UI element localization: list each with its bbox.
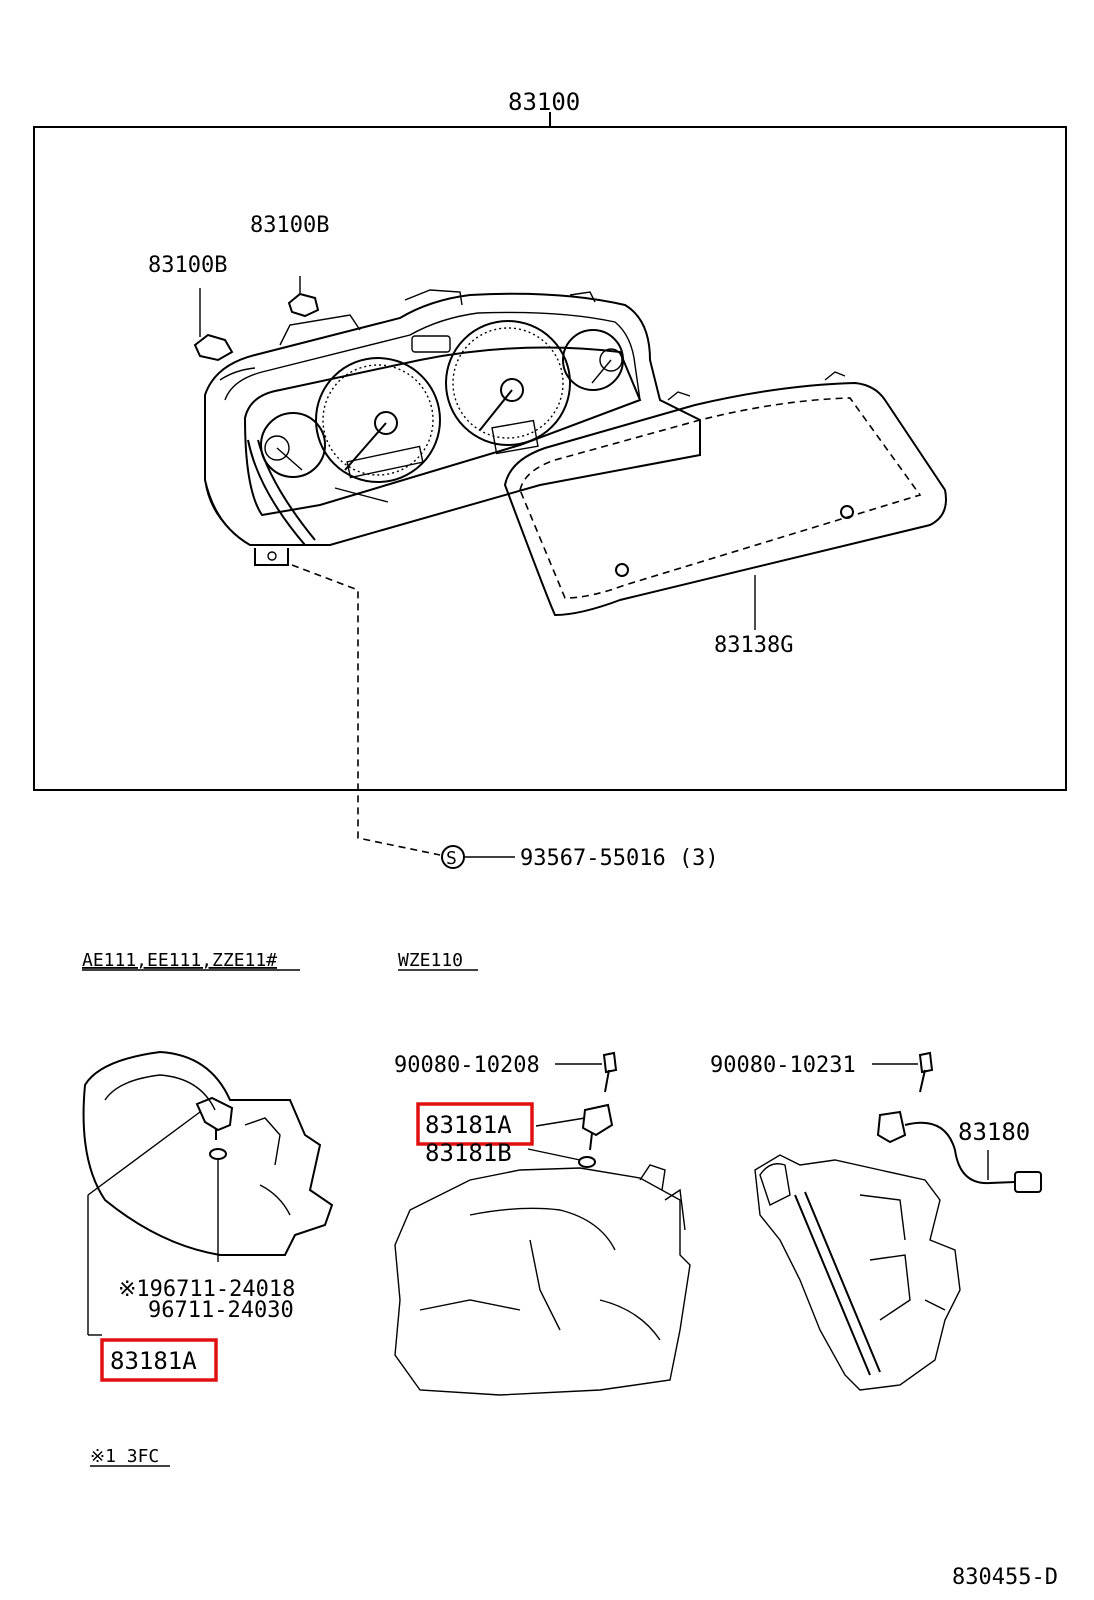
label-83180[interactable]: 83180 (958, 1118, 1030, 1146)
clip-right (287, 276, 320, 318)
label-90080-10231[interactable]: 90080-10231 (710, 1053, 856, 1078)
meter-glass-drawing (503, 371, 947, 630)
label-83100B-right[interactable]: 83100B (250, 213, 329, 238)
figure-code: 830455-D (952, 1565, 1058, 1590)
section-right-models: WZE110 (398, 950, 463, 971)
combination-meter-drawing (204, 289, 701, 566)
label-83100B-left[interactable]: 83100B (148, 253, 227, 278)
footnote: ※1 3FC (90, 1446, 159, 1467)
label-93567-55016[interactable]: 93567-55016 (3) (520, 846, 719, 871)
label-83181A-left[interactable]: 83181A (110, 1347, 197, 1375)
label-83181A-mid[interactable]: 83181A (425, 1111, 512, 1139)
clip-left (193, 288, 234, 362)
section-left-models: AE111,EE111,ZZE11# (82, 950, 277, 971)
label-196711-24018[interactable]: ※196711-24018 (118, 1277, 295, 1302)
svg-text:S: S (446, 848, 457, 869)
label-83100[interactable]: 83100 (508, 88, 580, 116)
label-96711-24030[interactable]: 96711-24030 (148, 1298, 294, 1323)
label-83181B[interactable]: 83181B (425, 1139, 512, 1167)
instrument-cluster-frame (33, 112, 1067, 791)
label-90080-10208[interactable]: 90080-10208 (394, 1053, 540, 1078)
highlight-83181A-mid (416, 1102, 534, 1146)
screw-symbol: S (441, 845, 515, 869)
middle-transmission-drawing (394, 1051, 691, 1396)
right-transmission-drawing (754, 1051, 1042, 1391)
left-transmission-drawing (82, 1050, 334, 1336)
highlight-83181A-left (100, 1338, 218, 1382)
label-83138G[interactable]: 83138G (714, 633, 793, 658)
